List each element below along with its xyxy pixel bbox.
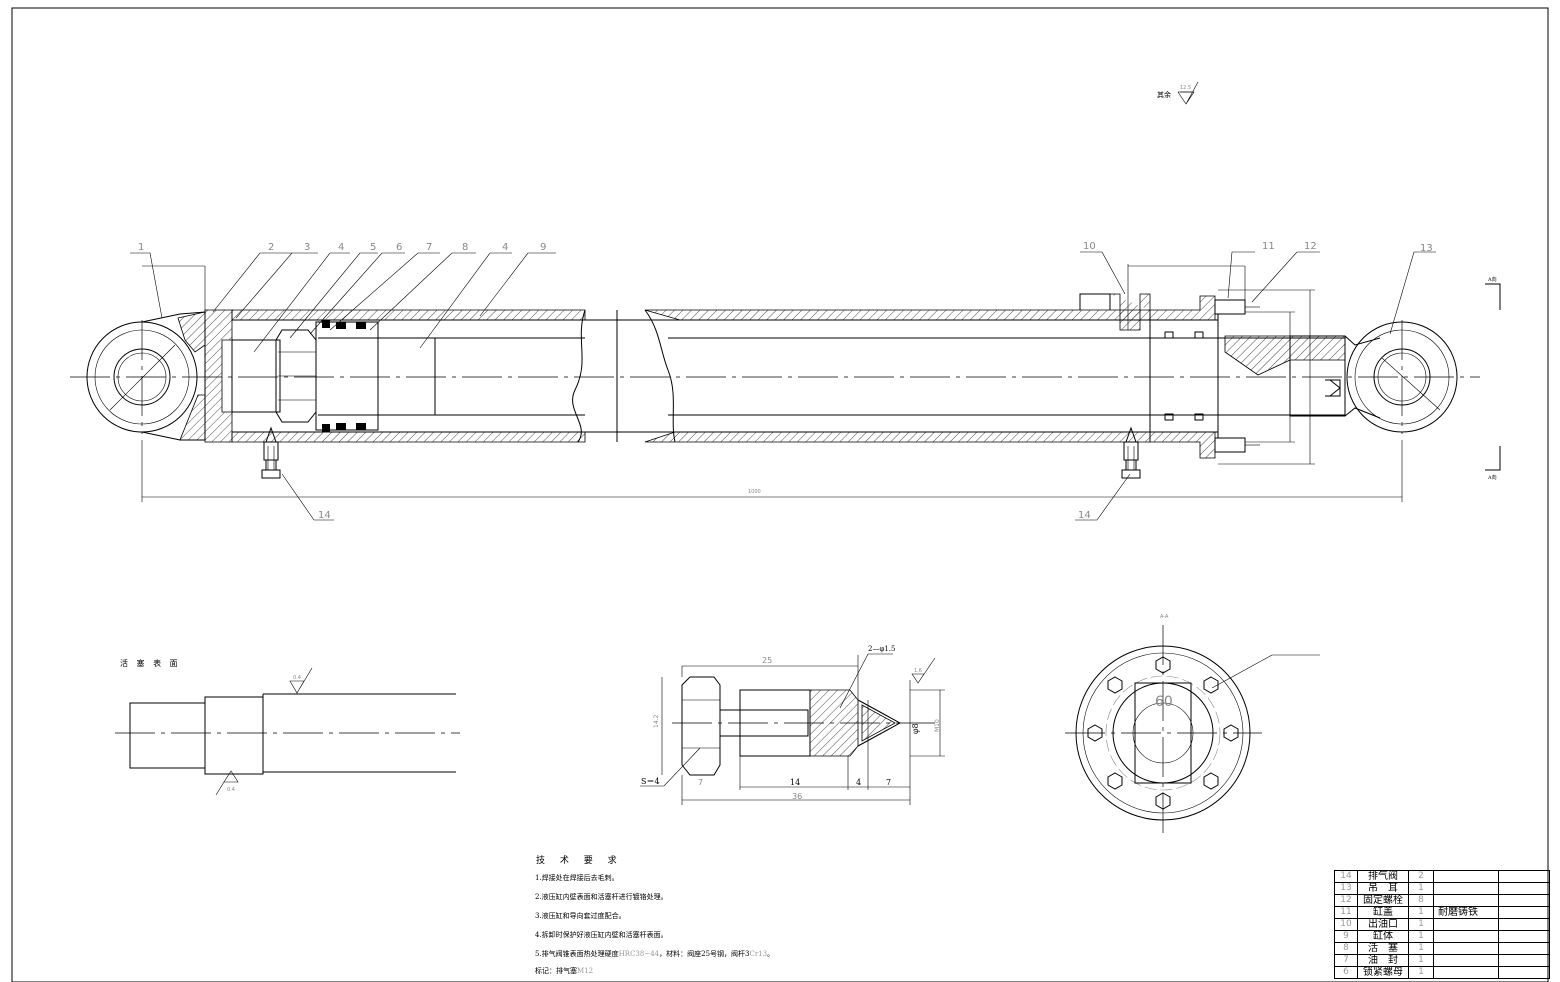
tech-requirements-title: 技 术 要 求	[536, 856, 623, 866]
bleed-valve-right	[1121, 426, 1141, 479]
svg-text:0.4: 0.4	[227, 787, 235, 793]
svg-text:1.6: 1.6	[914, 668, 922, 674]
svg-text:11: 11	[1262, 241, 1275, 252]
svg-text:其余: 其余	[1157, 90, 1171, 99]
svg-text:3: 3	[304, 242, 310, 253]
svg-text:13: 13	[1420, 243, 1433, 254]
general-roughness-note: 其余 12.5	[1157, 81, 1199, 105]
svg-text:60: 60	[1155, 694, 1173, 710]
svg-text:4: 4	[502, 242, 508, 253]
svg-text:活 塞 表 面: 活 塞 表 面	[120, 658, 181, 668]
svg-text:1: 1	[138, 242, 144, 253]
bleed-valve-detail: 25 2—φ1.5 36 14 4 7 7 14.2 M10 φ8 S＝4 1.…	[640, 645, 945, 805]
svg-text:A向: A向	[1487, 276, 1497, 283]
tech-requirement-3: 3.液压缸和导向套过度配合。	[535, 912, 626, 920]
svg-text:A-A: A-A	[1160, 614, 1169, 620]
svg-text:14.2: 14.2	[653, 714, 660, 728]
svg-text:36: 36	[792, 792, 802, 801]
svg-text:8: 8	[462, 242, 468, 253]
svg-text:10: 10	[1083, 241, 1096, 252]
svg-text:φ8: φ8	[911, 723, 920, 734]
svg-text:14: 14	[318, 510, 331, 521]
main-assembly-view: A向 A向 1000	[70, 241, 1501, 521]
svg-text:7: 7	[426, 242, 432, 253]
tech-requirement-4: 4.拆卸时保护好液压缸内壁和活塞杆表面。	[535, 931, 668, 939]
svg-text:7: 7	[886, 778, 891, 787]
svg-text:12.5: 12.5	[1180, 85, 1191, 91]
svg-text:2—φ1.5: 2—φ1.5	[868, 645, 896, 653]
tech-requirement-2: 2.液压缸内壁表面和活塞杆进行镀铬处理。	[535, 893, 668, 901]
svg-text:25: 25	[762, 656, 772, 665]
svg-text:14: 14	[790, 778, 800, 787]
svg-text:M10: M10	[934, 719, 941, 732]
tech-requirement-1: 1.焊接处在焊接后去毛刺。	[535, 874, 619, 882]
svg-text:S＝4: S＝4	[641, 777, 660, 786]
svg-text:12: 12	[1304, 241, 1317, 252]
svg-text:9: 9	[540, 242, 546, 253]
svg-text:4: 4	[856, 778, 861, 787]
svg-text:0.4: 0.4	[293, 675, 301, 681]
svg-text:1000: 1000	[748, 489, 761, 495]
tech-requirement-6: 标记：排气塞M12	[535, 967, 594, 975]
svg-text:7: 7	[698, 778, 703, 787]
balloon-leaders: 1 2 3 4 5 6 7 8 4 9 10 11 12 13 14 14	[130, 241, 1436, 521]
bleed-valve-left	[261, 426, 281, 479]
svg-text:5: 5	[370, 242, 376, 253]
svg-text:4: 4	[338, 242, 344, 253]
drawing-frame	[11, 7, 1549, 982]
flange-section-view: A-A 60	[1065, 614, 1320, 838]
svg-text:2: 2	[268, 242, 274, 253]
svg-text:14: 14	[1078, 510, 1091, 521]
piston-surface-detail: 活 塞 表 面 0.4 0.4	[115, 658, 460, 796]
svg-text:6: 6	[396, 242, 402, 253]
svg-text:A向: A向	[1487, 474, 1497, 481]
tech-requirement-5: 5.排气阀锥表面热处理硬度HRC38~44，材料：阀座25号钢，阀杆3Cr13。	[535, 950, 775, 958]
